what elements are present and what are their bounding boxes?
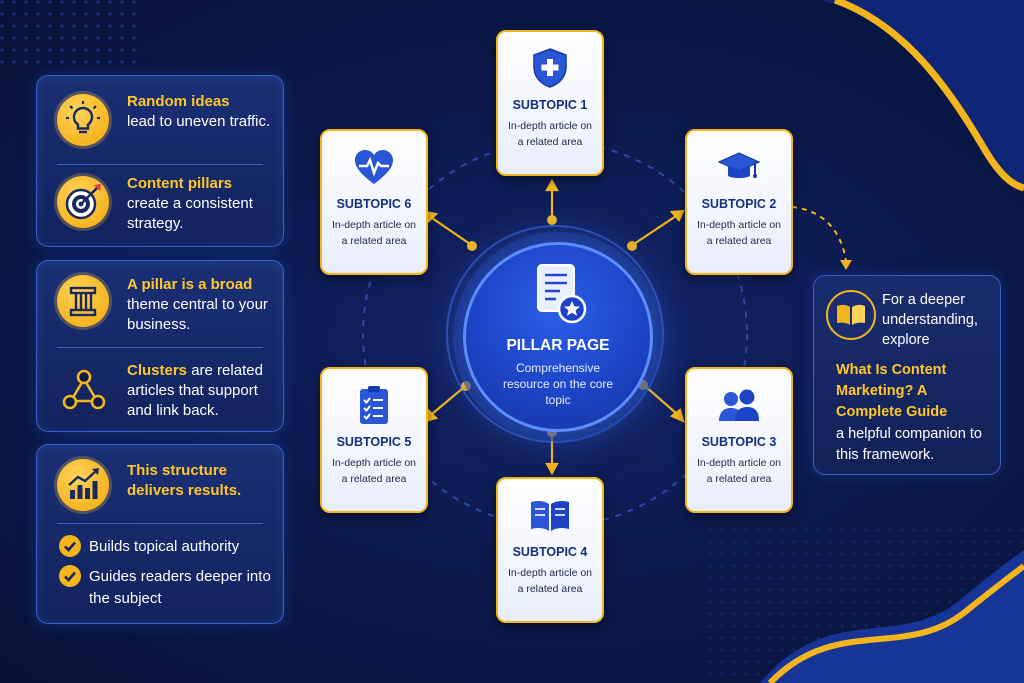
dashed-link-arrow bbox=[791, 206, 847, 263]
pillar-definition-highlight: A pillar is a broad bbox=[127, 276, 253, 293]
subtopic-description: In-depth article on a related area bbox=[507, 120, 593, 148]
subtopic-card-5: SUBTOPIC 5 In-depth article on a related… bbox=[320, 367, 428, 513]
further-reading-box: For a deeper understanding, explore What… bbox=[813, 275, 1001, 475]
benefit-text: Guides readers deeper into the subject bbox=[89, 568, 271, 607]
dot-pattern-top-left bbox=[0, 0, 140, 70]
clusters-definition-rest: are related articles that support and li… bbox=[127, 362, 263, 419]
shield-plus-icon bbox=[533, 48, 567, 88]
cluster-network-icon bbox=[62, 369, 106, 410]
subtopic-title: SUBTOPIC 3 bbox=[701, 435, 777, 449]
hub-title: PILLAR PAGE bbox=[506, 337, 610, 354]
benefit-item: Builds topical authority bbox=[59, 535, 279, 559]
subtopic-card-1: SUBTOPIC 1 In-depth article on a related… bbox=[496, 30, 604, 176]
random-ideas-text: Random ideas lead to uneven traffic. bbox=[127, 92, 277, 132]
divider bbox=[57, 164, 263, 165]
hub-description: Comprehensive resource on the core topic bbox=[502, 361, 614, 407]
growth-chart-icon bbox=[57, 459, 109, 511]
pillar-column-icon bbox=[57, 275, 109, 327]
clusters-definition-text: Clusters are related articles that suppo… bbox=[127, 361, 277, 421]
subtopic-title: SUBTOPIC 1 bbox=[512, 98, 588, 112]
hub-ring bbox=[446, 225, 664, 443]
random-ideas-highlight: Random ideas bbox=[127, 93, 230, 110]
subtopic-description: In-depth article on a related area bbox=[331, 219, 417, 247]
clipboard-checklist-icon bbox=[360, 386, 388, 424]
subtopic-card-6: SUBTOPIC 6 In-depth article on a related… bbox=[320, 129, 428, 275]
content-pillars-text: Content pillars create a consistent strat… bbox=[127, 174, 277, 234]
guide-link[interactable]: What Is Content Marketing? A Complete Gu… bbox=[836, 362, 948, 420]
subtopic-title: SUBTOPIC 5 bbox=[336, 435, 412, 449]
results-text: This structure delivers results. bbox=[127, 461, 277, 501]
random-ideas-rest: lead to uneven traffic. bbox=[127, 113, 271, 130]
subtopic-title: SUBTOPIC 2 bbox=[701, 197, 777, 211]
subtopic-card-3: SUBTOPIC 3 In-depth article on a related… bbox=[685, 367, 793, 513]
subtopic-title: SUBTOPIC 4 bbox=[512, 545, 588, 559]
subtopic-description: In-depth article on a related area bbox=[696, 219, 782, 247]
divider bbox=[57, 523, 263, 524]
dashed-link-arrowhead bbox=[840, 260, 852, 270]
heart-pulse-icon bbox=[355, 150, 393, 184]
further-reading-intro: For a deeper understanding, explore bbox=[882, 292, 978, 348]
panel-strategy: Random ideas lead to uneven traffic. Cont… bbox=[36, 75, 284, 247]
results-highlight: This structure delivers results. bbox=[127, 462, 242, 499]
divider bbox=[57, 347, 263, 348]
subtopic-card-2: SUBTOPIC 2 In-depth article on a related… bbox=[685, 129, 793, 275]
pillar-definition-text: A pillar is a broad theme central to your… bbox=[127, 275, 277, 335]
content-pillars-highlight: Content pillars bbox=[127, 175, 233, 192]
clusters-highlight: Clusters bbox=[127, 362, 188, 379]
subtopic-title: SUBTOPIC 6 bbox=[336, 197, 412, 211]
gold-wave-top-right bbox=[833, 0, 1024, 192]
further-reading-tail: a helpful companion to this framework. bbox=[836, 426, 982, 463]
row-pillar-definition: A pillar is a broad theme central to your… bbox=[37, 273, 283, 335]
pillar-definition-rest: theme central to your business. bbox=[127, 296, 268, 333]
row-content-pillars: Content pillars create a consistent strat… bbox=[37, 172, 283, 234]
wave-top-right bbox=[820, 0, 1024, 190]
target-icon bbox=[57, 176, 109, 228]
pillar-page-hub: PILLAR PAGE Comprehensive resource on th… bbox=[463, 242, 653, 432]
book-icon bbox=[826, 290, 876, 340]
graduation-cap-icon bbox=[717, 152, 761, 178]
row-clusters-definition: Clusters are related articles that suppo… bbox=[37, 359, 283, 421]
subtopic-description: In-depth article on a related area bbox=[507, 567, 593, 595]
row-results: This structure delivers results. bbox=[37, 457, 283, 519]
gold-wave-bottom-right bbox=[767, 563, 1024, 683]
open-book-icon bbox=[531, 500, 569, 531]
benefit-text: Builds topical authority bbox=[89, 538, 240, 555]
subtopic-description: In-depth article on a related area bbox=[696, 457, 782, 485]
panel-results: This structure delivers results. Builds … bbox=[36, 444, 284, 624]
lightbulb-icon bbox=[57, 94, 109, 146]
document-star-icon bbox=[537, 264, 587, 324]
subtopic-card-4: SUBTOPIC 4 In-depth article on a related… bbox=[496, 477, 604, 623]
people-icon bbox=[719, 389, 759, 421]
subtopic-description: In-depth article on a related area bbox=[331, 457, 417, 485]
benefit-item: Guides readers deeper into the subject bbox=[59, 565, 279, 613]
checkmark-icon bbox=[59, 535, 81, 557]
panel-definitions: A pillar is a broad theme central to your… bbox=[36, 260, 284, 432]
row-random-ideas: Random ideas lead to uneven traffic. bbox=[37, 90, 283, 152]
content-pillars-rest: create a consistent strategy. bbox=[127, 195, 253, 232]
checkmark-icon bbox=[59, 565, 81, 587]
